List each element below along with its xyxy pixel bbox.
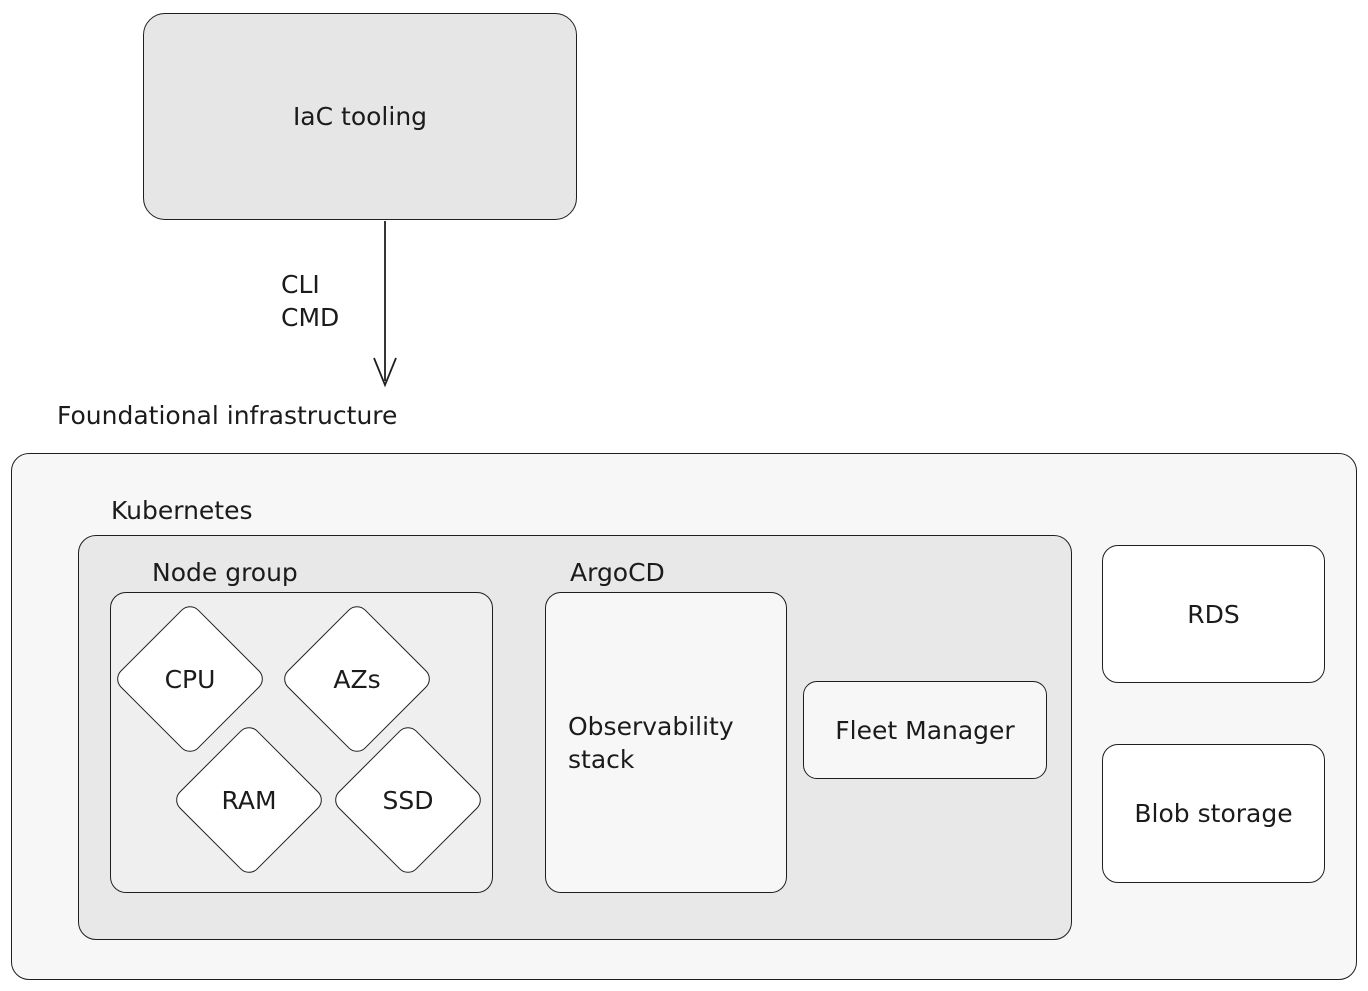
node-group-label: Node group — [152, 558, 298, 587]
iac-tooling-label: IaC tooling — [292, 102, 428, 131]
fleet-manager-node[interactable]: Fleet Manager — [803, 681, 1047, 779]
iac-tooling-node[interactable]: IaC tooling — [143, 13, 577, 220]
blob-storage-label: Blob storage — [1134, 799, 1293, 828]
observability-stack-node[interactable]: Observability stack — [545, 592, 787, 893]
edge-label-line-1: CLI — [281, 270, 320, 299]
blob-storage-node[interactable]: Blob storage — [1102, 744, 1325, 883]
argocd-label: ArgoCD — [570, 558, 665, 587]
edge-label-line-2: CMD — [281, 302, 340, 332]
edge-label: CLI CMD — [281, 269, 339, 334]
fleet-manager-label: Fleet Manager — [835, 715, 1015, 745]
observability-stack-label: Observability stack — [568, 711, 734, 774]
rds-label: RDS — [1187, 599, 1240, 629]
kubernetes-cluster-label: Kubernetes — [111, 496, 253, 525]
rds-node[interactable]: RDS — [1102, 545, 1325, 683]
arrowhead-icon — [373, 357, 397, 388]
foundational-infrastructure-caption: Foundational infrastructure — [57, 401, 398, 430]
